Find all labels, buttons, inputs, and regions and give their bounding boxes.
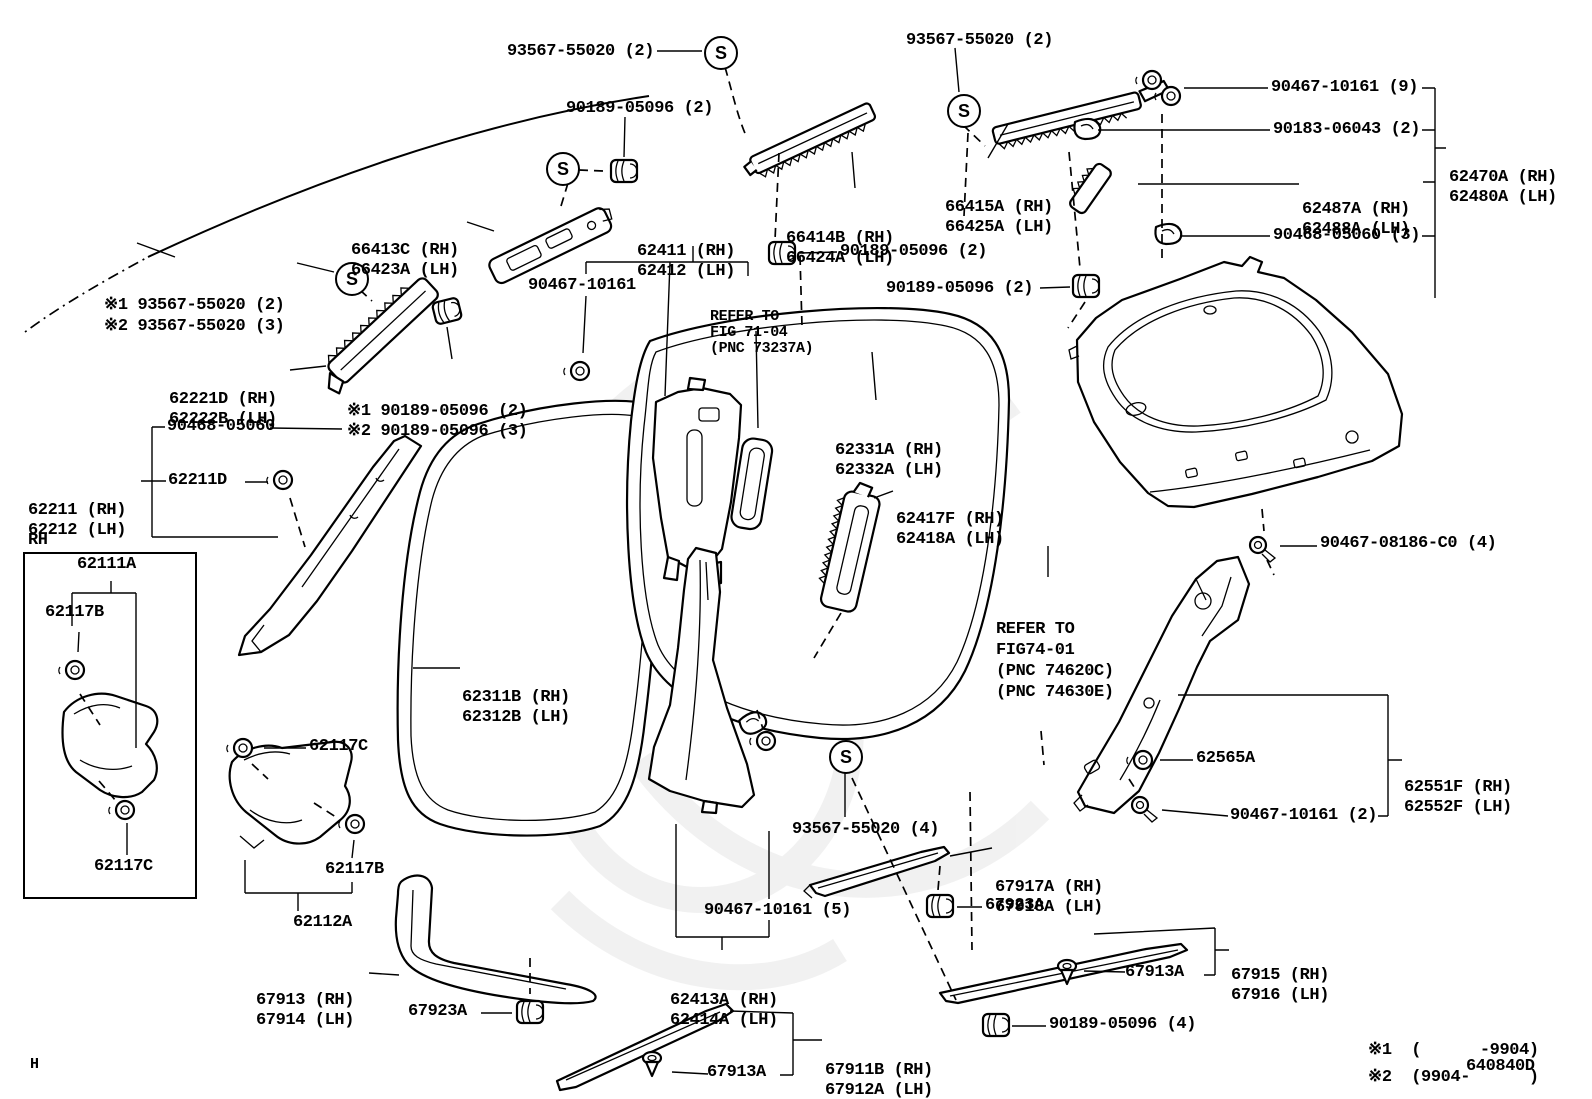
part-label-67913a-right: 67913A [1125, 963, 1184, 982]
part-label-62551f: 62551F (RH)62552F (LH) [1404, 778, 1512, 817]
part-label-90183: 90183-06043 (2) [1273, 120, 1421, 139]
grommet-pair-90467 [1134, 69, 1182, 107]
part-label-66414b: 66414B (RH)66424A (LH) [786, 229, 894, 268]
part-label-62487a: 62487A (RH)62488A (LH) [1302, 200, 1410, 239]
part-label-66413c: 66413C (RH)66423A (LH) [351, 241, 459, 280]
part-label-67923a-left: 67923A [408, 1002, 467, 1021]
assembly-dashed-lines [79, 66, 1275, 1001]
part-label-62117b-box: 62117B [45, 603, 104, 622]
part-label-90467-9: 90467-10161 (9) [1271, 78, 1419, 97]
figure-code: 640840D [1466, 1057, 1535, 1076]
roof-headlining-rail-66414 [743, 102, 877, 178]
part-label-67913: 67913 (RH)67914 (LH) [256, 991, 355, 1030]
front-door-sill-strip-67911 [555, 1002, 735, 1092]
front-scuff-plate-67913 [394, 874, 597, 1005]
part-label-62565a: 62565A [1196, 749, 1255, 768]
part-label-67917a: 67917A (RH)67918A (LH) [995, 878, 1103, 917]
part-label-90189-mid-a: 90189-05096 (2) [840, 242, 988, 261]
part-label-62311b: 62311B (RH)62312B (LH) [462, 688, 570, 727]
part-label-90468-3: 90468-05060 (3) [1273, 226, 1421, 245]
leader-lines [71, 47, 1446, 1076]
part-label-90467-5: 90467-10161 (5) [704, 901, 852, 920]
part-label-67923a-right: 67923A [985, 896, 1044, 915]
screw-symbol-s3: S [546, 152, 580, 186]
part-label-90189-top: 90189-05096 (2) [566, 99, 714, 118]
part-label-62413a: 62413A (RH)62414A (LH) [670, 991, 778, 1030]
front-pillar-garnish-62211 [237, 434, 423, 657]
door-sash-strip-refer-fig71 [730, 437, 774, 531]
part-label-62411: 62411 (RH)62412 (LH) [637, 242, 736, 281]
part-label-90467-08186: 90467-08186-C0 (4) [1320, 534, 1497, 553]
part-label-93567-note: ※1 93567-55020 (2)※2 93567-55020 (3) [104, 296, 285, 336]
part-label-62111a: 62111A [77, 555, 136, 574]
lock-pillar-trim-62551 [1073, 555, 1251, 815]
screw-symbol-s4: S [335, 262, 369, 296]
part-label-90189-4: 90189-05096 (4) [1049, 1015, 1197, 1034]
inset-corner-label: RH [28, 531, 48, 550]
roof-edge-curve [24, 95, 650, 333]
part-label-66415a: 66415A (RH)66425A (LH) [945, 198, 1053, 237]
roof-headlining-rear-rail-66415 [991, 79, 1171, 150]
part-label-62221d: 62221D (RH)62222B (LH) [169, 390, 277, 429]
part-label-62470a: 62470A (RH)62480A (LH) [1449, 168, 1557, 207]
part-label-93567-right: 93567-55020 (2) [906, 31, 1054, 50]
cowl-side-trim-inset [61, 692, 159, 799]
part-label-90189-mid-b: 90189-05096 (2) [886, 279, 1034, 298]
roof-side-garnish-62221 [327, 277, 439, 395]
rh-inset-box [23, 552, 197, 899]
part-label-62117b: 62117B [325, 860, 384, 879]
screw-symbol-s5: S [829, 740, 863, 774]
part-label-90468: 90468-05060 [167, 417, 275, 436]
part-label-62211d: 62211D [168, 471, 227, 490]
part-label-62417f: 62417F (RH)62418A (LH) [896, 510, 1004, 549]
windshield-side-garnish-66413 [488, 207, 613, 285]
part-label-90467-2: 90467-10161 (2) [1230, 806, 1378, 825]
part-label-93567-4: 93567-55020 (4) [792, 820, 940, 839]
front-door-opening-weatherstrip [396, 399, 668, 837]
part-label-62117c: 62117C [309, 737, 368, 756]
quarter-window-plate-62417 [818, 481, 881, 613]
quarter-trim-panel-62470 [1068, 255, 1404, 509]
part-label-67913a-bottom: 67913A [707, 1063, 766, 1082]
part-label-62112a: 62112A [293, 913, 352, 932]
part-label-62331a: 62331A (RH)62332A (LH) [835, 441, 943, 480]
date-range-notes: ※1 ( -9904)※2 (9904- ) [1368, 1041, 1539, 1087]
center-pillar-lower-garnish-62413 [647, 546, 756, 815]
screw-symbol-s1: S [704, 36, 738, 70]
part-label-90189-note: ※1 90189-05096 (2)※2 90189-05096 (3) [347, 402, 528, 441]
part-label-67911b: 67911B (RH)67912A (LH) [825, 1061, 933, 1099]
part-label-67915: 67915 (RH)67916 (LH) [1231, 966, 1330, 1005]
part-label-62211: 62211 (RH)62212 (LH) [28, 501, 127, 540]
rear-sill-support-67917 [803, 845, 951, 899]
page-marker: H [30, 1056, 39, 1073]
cowl-side-trim-62112 [228, 740, 353, 849]
quarter-pillar-bracket-62487 [1069, 162, 1112, 215]
part-label-62117c-box: 62117C [94, 857, 153, 876]
part-label-93567-top: 93567-55020 (2) [507, 42, 655, 61]
part-label-90467-plain: 90467-10161 [528, 276, 636, 295]
screw-symbol-s2: S [947, 94, 981, 128]
